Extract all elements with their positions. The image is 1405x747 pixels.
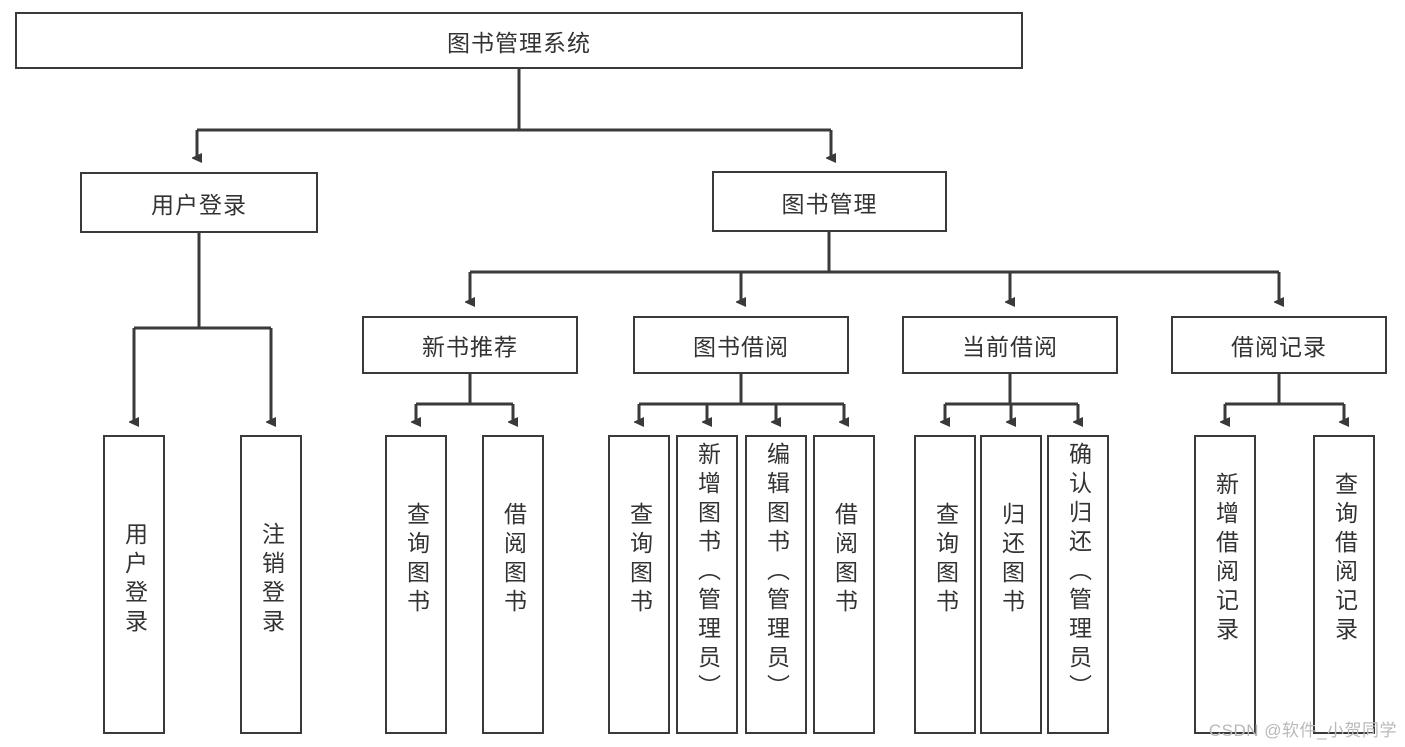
leaf-label: 查询图书: [403, 502, 430, 618]
leaf-borrow-book-1[interactable]: 借阅图书: [482, 435, 544, 734]
leaf-label: 确认归还（管理员）: [1065, 442, 1092, 703]
node-book-borrow[interactable]: 图书借阅: [633, 316, 849, 374]
leaf-query-book-3[interactable]: 查询图书: [914, 435, 976, 734]
leaf-user-login[interactable]: 用户登录: [103, 435, 165, 734]
leaf-query-book-1[interactable]: 查询图书: [385, 435, 447, 734]
leaf-label: 归还图书: [998, 502, 1025, 618]
leaf-query-borrow-record[interactable]: 查询借阅记录: [1313, 435, 1375, 734]
node-new-book-recommend[interactable]: 新书推荐: [362, 316, 578, 374]
leaf-label: 查询图书: [932, 502, 959, 618]
node-current-borrow[interactable]: 当前借阅: [902, 316, 1118, 374]
leaf-label: 查询图书: [626, 502, 653, 618]
node-user-login[interactable]: 用户登录: [80, 172, 318, 233]
node-root[interactable]: 图书管理系统: [15, 12, 1023, 69]
leaf-label: 注销登录: [258, 522, 285, 638]
leaf-edit-book[interactable]: 编辑图书（管理员）: [745, 435, 807, 734]
leaf-borrow-book-2[interactable]: 借阅图书: [813, 435, 875, 734]
leaf-add-borrow-record[interactable]: 新增借阅记录: [1194, 435, 1256, 734]
node-book-manage[interactable]: 图书管理: [712, 171, 947, 232]
leaf-label: 用户登录: [121, 522, 148, 638]
leaf-label: 新增借阅记录: [1212, 472, 1239, 646]
leaf-label: 借阅图书: [500, 502, 527, 618]
leaf-return-book[interactable]: 归还图书: [980, 435, 1042, 734]
node-borrow-record[interactable]: 借阅记录: [1171, 316, 1387, 374]
leaf-label: 新增图书（管理员）: [694, 442, 721, 703]
leaf-add-book[interactable]: 新增图书（管理员）: [676, 435, 738, 734]
leaf-confirm-return[interactable]: 确认归还（管理员）: [1047, 435, 1109, 734]
leaf-user-logout[interactable]: 注销登录: [240, 435, 302, 734]
watermark: CSDN @软件_小贺同学: [1208, 721, 1397, 740]
leaf-label: 查询借阅记录: [1331, 472, 1358, 646]
leaf-query-book-2[interactable]: 查询图书: [608, 435, 670, 734]
leaf-label: 借阅图书: [831, 502, 858, 618]
leaf-label: 编辑图书（管理员）: [763, 442, 790, 703]
